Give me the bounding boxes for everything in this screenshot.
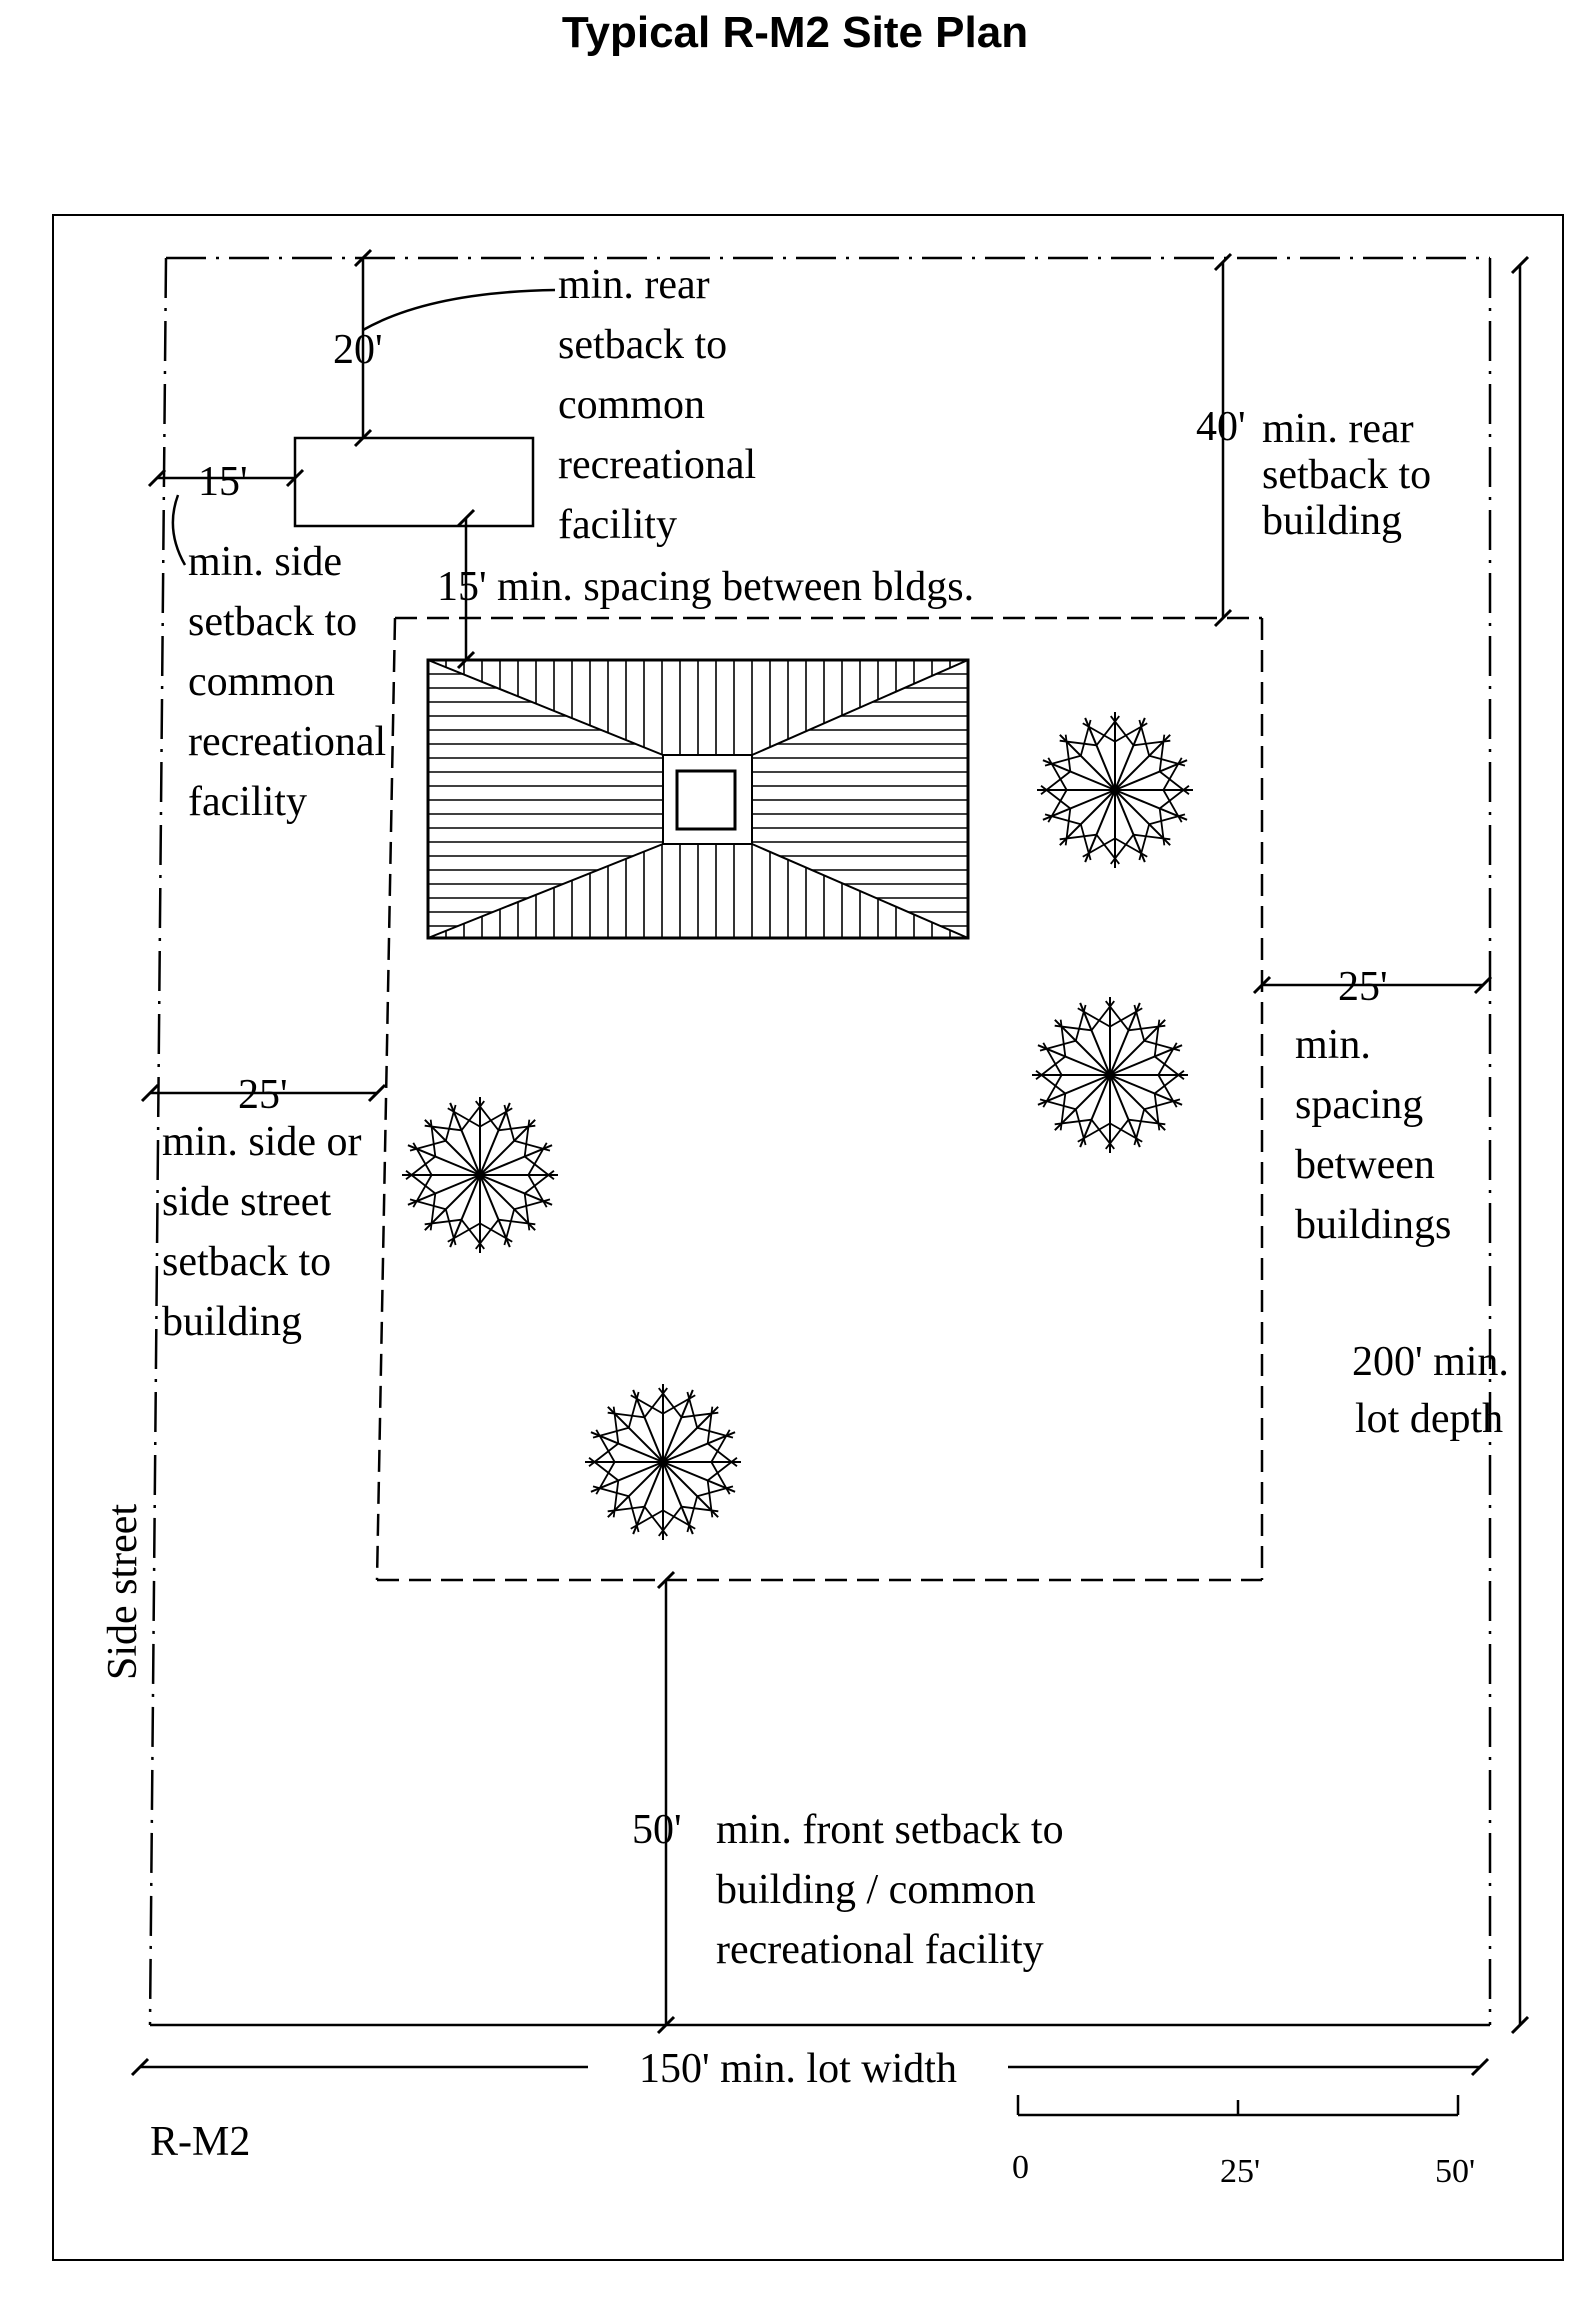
note-rear-bldg: min. rear setback to building — [1262, 406, 1442, 544]
building-roof — [426, 658, 970, 940]
dim-front: 50' — [632, 1807, 682, 1853]
dim-spacing-right: 25' — [1338, 964, 1388, 1010]
side-street-label: Side street — [100, 1504, 146, 1680]
tree-3 — [402, 1097, 558, 1253]
dim-rear-rec: 20' — [333, 327, 383, 373]
lot-boundary — [148, 256, 1492, 2027]
note-side-rec: min. side setback to common recreational… — [188, 539, 397, 825]
scale-label-50: 50' — [1435, 2153, 1475, 2190]
scale-label-25: 25' — [1220, 2153, 1260, 2190]
note-side-bldg: min. side or side street setback to buil… — [162, 1119, 372, 1345]
scale-label-0: 0 — [1012, 2149, 1029, 2186]
recreational-facility — [293, 436, 535, 528]
note-spacing-bldgs: min. spacing between bldgs. — [497, 564, 974, 610]
tree-2 — [1032, 997, 1188, 1153]
building-envelope — [375, 616, 1264, 1582]
zone-label: R-M2 — [150, 2119, 250, 2165]
dim-side-rec: 15' — [198, 459, 248, 505]
outer-frame — [52, 214, 1564, 2261]
dim-side-bldg: 25' — [238, 1072, 288, 1118]
scale-bar — [1016, 2095, 1460, 2117]
dim-rear-bldg: 40' — [1196, 404, 1246, 450]
tree-1 — [1037, 712, 1193, 868]
dimension-ticks — [130, 248, 1530, 2077]
tree-4 — [585, 1384, 741, 1540]
dim-lot-depth: 200' min. lot depth — [1352, 1339, 1519, 1442]
dim-spacing-bldgs: 15' — [437, 564, 487, 610]
page-title: Typical R-M2 Site Plan — [561, 8, 1029, 57]
note-rear-rec: min. rear setback to common recreational… — [558, 262, 767, 548]
note-spacing-right: min. spacing between buildings — [1295, 1022, 1451, 1248]
note-front: min. front setback to building / common … — [716, 1807, 1074, 1973]
dim-lot-width: 150' min. lot width — [639, 2046, 957, 2092]
